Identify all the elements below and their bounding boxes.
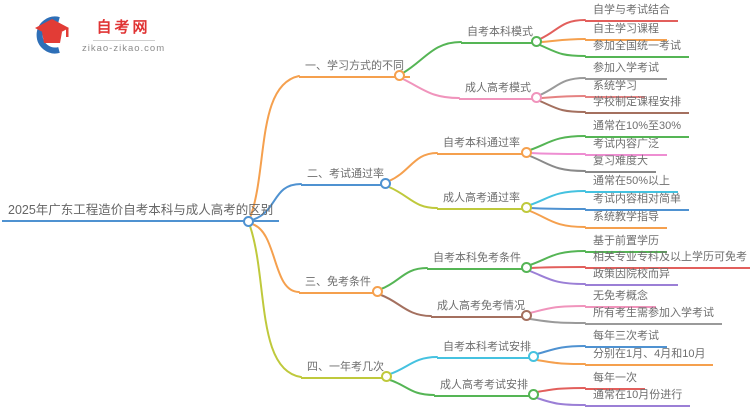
edge-4a-leaf1 (536, 345, 586, 355)
edge-3a-leaf3 (529, 270, 586, 285)
edge-1b-leaf1 (539, 77, 586, 96)
node-zikao-exemption-handle[interactable] (521, 262, 532, 273)
leaf-rate-over-50[interactable]: 通常在50%以上 (585, 174, 679, 193)
edge-root-branch4 (249, 225, 302, 378)
edge-1a-leaf3 (539, 44, 586, 57)
edge-1b-leaf2 (540, 95, 586, 99)
edge-root-branch2 (251, 183, 302, 221)
node-chengkao-exemption-handle[interactable] (521, 310, 532, 321)
leaf-usually-october[interactable]: 通常在10月份进行 (585, 388, 691, 407)
root-node-handle[interactable] (243, 216, 254, 227)
leaf-rate-10-30[interactable]: 通常在10%至30% (585, 119, 690, 138)
edge-4a-leaf2 (536, 359, 586, 365)
edge-1a-leaf2 (540, 38, 586, 43)
branch-pass-rate-handle[interactable] (380, 178, 391, 189)
logo-domain: zikao-zikao.com (82, 43, 166, 54)
branch-study-method-handle[interactable] (394, 70, 405, 81)
edge-1b-leaf3 (539, 100, 586, 113)
edge-2b-leaf3 (529, 210, 586, 228)
node-zikao-mode[interactable]: 自考本科模式 (461, 25, 539, 44)
node-chengkao-schedule[interactable]: 成人高考考试安排 (434, 378, 534, 397)
leaf-systematic-study[interactable]: 系统学习 (585, 79, 645, 98)
branch-exemption-handle[interactable] (372, 286, 383, 297)
edge-1a-leaf1 (539, 19, 586, 40)
edge-b3-child2 (380, 294, 432, 317)
edge-b2-child1 (388, 152, 438, 182)
edge-3a-leaf1 (529, 250, 586, 266)
edge-3b-leaf1 (529, 305, 586, 314)
leaf-self-courses[interactable]: 自主学习课程 (585, 22, 667, 41)
branch-exam-frequency-handle[interactable] (381, 371, 392, 382)
node-zikao-pass-rate-handle[interactable] (521, 147, 532, 158)
leaf-once-per-year[interactable]: 每年一次 (585, 371, 645, 390)
node-chengkao-schedule-handle[interactable] (528, 389, 539, 400)
branch-exemption[interactable]: 三、免考条件 (299, 275, 377, 294)
edge-2b-leaf2 (530, 207, 586, 210)
edge-b1-child2 (402, 78, 460, 99)
logo-title: 自考网 (92, 16, 155, 41)
leaf-broad-content[interactable]: 考试内容广泛 (585, 137, 667, 156)
edge-3a-leaf2 (530, 266, 586, 269)
node-chengkao-pass-rate-handle[interactable] (521, 202, 532, 213)
leaf-simple-content[interactable]: 考试内容相对简单 (585, 192, 689, 211)
leaf-school-curriculum[interactable]: 学校制定课程安排 (585, 95, 689, 114)
edge-3b-leaf2 (529, 318, 586, 324)
node-zikao-schedule[interactable]: 自考本科考试安排 (437, 340, 537, 359)
edge-2a-leaf3 (529, 155, 586, 172)
edge-2a-leaf2 (530, 152, 586, 155)
edge-b4-child2 (389, 379, 435, 396)
leaf-teaching-guide[interactable]: 系统教学指导 (585, 210, 667, 229)
leaf-entrance-exam[interactable]: 参加入学考试 (585, 61, 667, 80)
edge-b2-child2 (388, 186, 438, 209)
edge-root-branch1 (249, 75, 300, 219)
leaf-national-exam[interactable]: 参加全国统一考试 (585, 39, 689, 58)
branch-study-method[interactable]: 一、学习方式的不同 (299, 59, 410, 78)
root-node[interactable]: 2025年广东工程造价自考本科与成人高考的区别 (2, 203, 280, 222)
node-chengkao-mode-handle[interactable] (531, 92, 542, 103)
node-chengkao-pass-rate[interactable]: 成人高考通过率 (437, 191, 526, 210)
edge-4b-leaf1 (536, 387, 586, 393)
leaf-three-per-year[interactable]: 每年三次考试 (585, 329, 667, 348)
graduation-cap-icon (35, 16, 69, 54)
leaf-hard-review[interactable]: 复习难度大 (585, 154, 656, 173)
node-chengkao-exemption[interactable]: 成人高考免考情况 (431, 299, 531, 318)
site-logo[interactable]: 自考网 zikao-zikao.com (28, 12, 165, 58)
node-zikao-pass-rate[interactable]: 自考本科通过率 (437, 136, 526, 155)
leaf-policy-varies[interactable]: 政策因院校而异 (585, 267, 678, 286)
edge-b3-child1 (380, 267, 428, 290)
leaf-jan-apr-oct[interactable]: 分别在1月、4月和10月 (585, 347, 714, 366)
edge-2a-leaf1 (529, 135, 586, 151)
leaf-prior-education[interactable]: 基于前置学历 (585, 234, 667, 253)
leaf-self-study-exam[interactable]: 自学与考试结合 (585, 3, 678, 22)
node-zikao-mode-handle[interactable] (531, 36, 542, 47)
branch-pass-rate[interactable]: 二、考试通过率 (301, 167, 390, 186)
branch-exam-frequency[interactable]: 四、一年考几次 (301, 360, 390, 379)
leaf-no-exemption[interactable]: 无免考概念 (585, 289, 656, 308)
edge-root-branch3 (251, 223, 300, 293)
leaf-all-must-attend[interactable]: 所有考生需参加入学考试 (585, 306, 722, 325)
edge-4b-leaf2 (536, 397, 586, 406)
node-chengkao-mode[interactable]: 成人高考模式 (459, 81, 537, 100)
leaf-related-major[interactable]: 相关专业专科及以上学历可免考 (585, 250, 750, 269)
edge-b1-child1 (402, 41, 462, 74)
node-zikao-schedule-handle[interactable] (528, 351, 539, 362)
edge-2b-leaf1 (529, 190, 586, 206)
edge-b4-child1 (389, 356, 438, 375)
node-zikao-exemption[interactable]: 自考本科免考条件 (427, 251, 527, 270)
